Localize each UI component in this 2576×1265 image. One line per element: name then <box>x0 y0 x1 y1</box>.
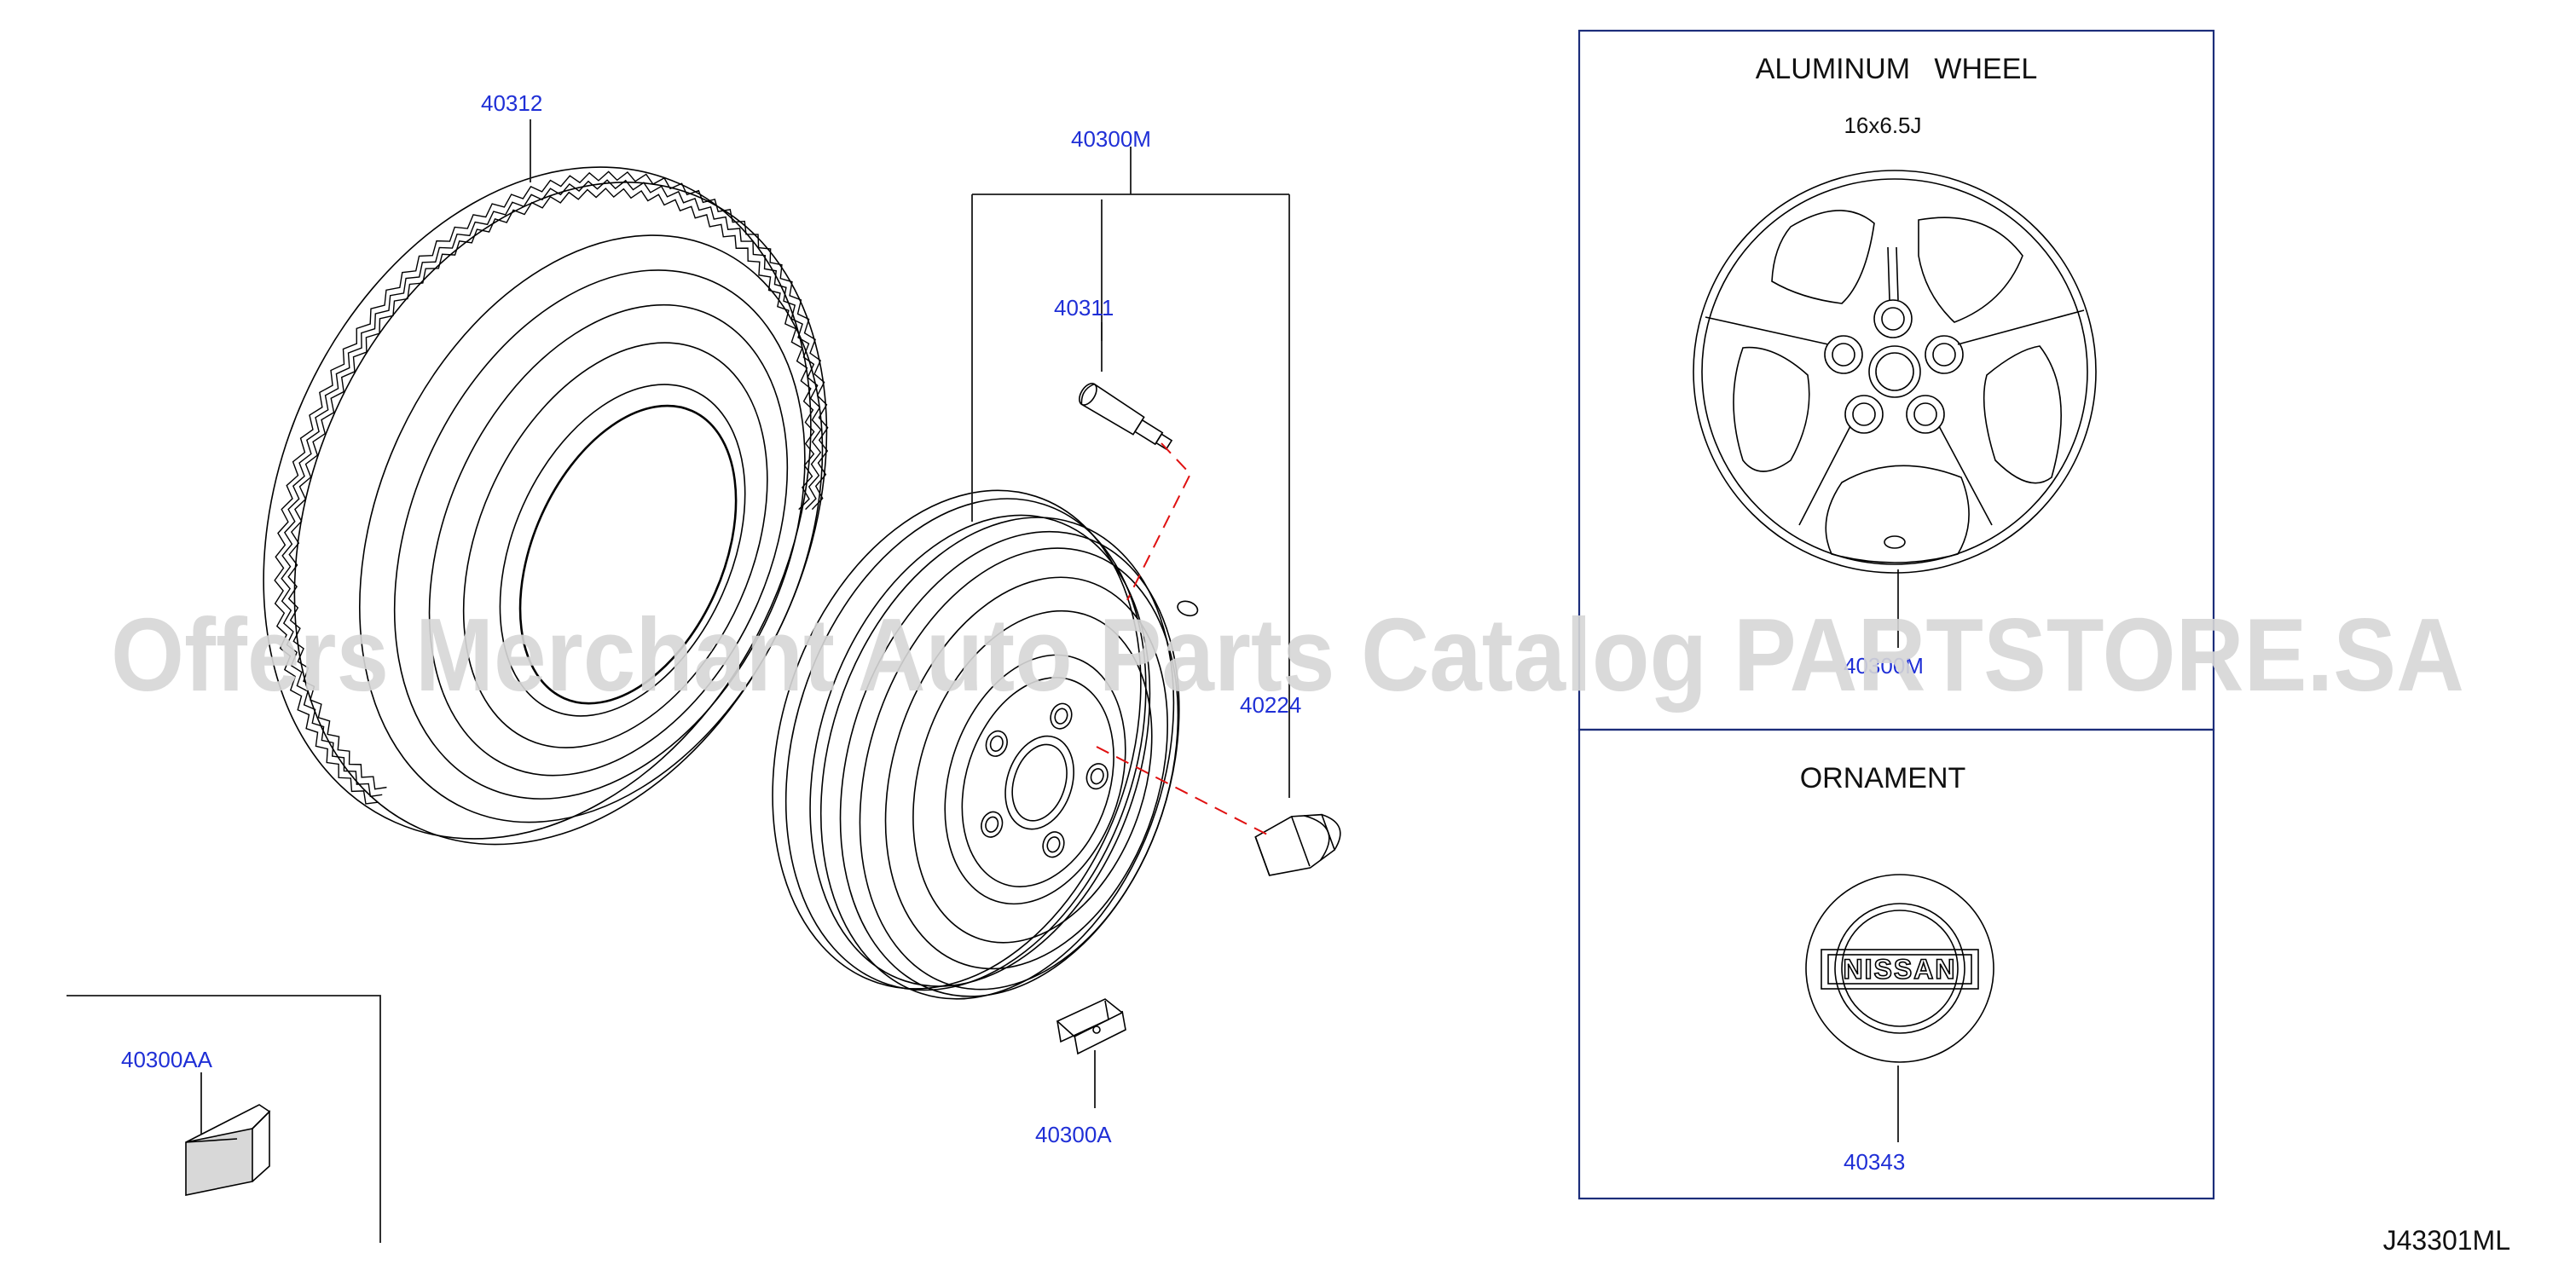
adhesive-weight-drawing[interactable] <box>185 1104 271 1196</box>
aluminum-wheel-size: 16x6.5J <box>1844 113 1921 138</box>
leader-lines <box>67 119 1899 1243</box>
tire-drawing[interactable] <box>161 78 929 933</box>
ornament-title: ORNAMENT <box>1800 762 1966 794</box>
tread-band <box>281 179 822 798</box>
nissan-badge-text: NISSAN <box>1844 954 1957 985</box>
ornament-drawing[interactable]: NISSAN <box>1805 874 1994 1063</box>
label-ornament[interactable]: 40343 <box>1844 1149 1905 1175</box>
label-weight-alt[interactable]: 40300AA <box>121 1047 213 1072</box>
ornament-box <box>1577 728 2215 1200</box>
label-alloy-wheel[interactable]: 40300M <box>1844 653 1924 679</box>
aluminum-wheel-drawing[interactable] <box>1693 170 2097 574</box>
steel-wheel-drawing[interactable] <box>711 442 1243 1050</box>
label-nut[interactable]: 40224 <box>1240 692 1301 718</box>
valve-drawing[interactable] <box>1076 380 1176 454</box>
balance-weight-drawing[interactable] <box>1056 998 1126 1055</box>
label-tire[interactable]: 40312 <box>481 90 542 116</box>
aluminum-wheel-title: ALUMINUM WHEEL <box>1756 53 2038 85</box>
tread-band <box>287 188 815 790</box>
label-wheel-assembly[interactable]: 40300M <box>1071 126 1151 152</box>
diagram-code: J43301ML <box>2383 1225 2510 1256</box>
tread-band <box>274 170 829 805</box>
label-weight[interactable]: 40300A <box>1035 1122 1112 1147</box>
nut-install-path <box>1096 746 1270 836</box>
valve-install-path <box>1126 442 1192 601</box>
watermark-text: Offers Merchant Auto Parts Catalog PARTS… <box>111 597 2464 713</box>
lug-nut-drawing[interactable] <box>1253 802 1349 881</box>
label-valve[interactable]: 40311 <box>1054 295 1114 321</box>
